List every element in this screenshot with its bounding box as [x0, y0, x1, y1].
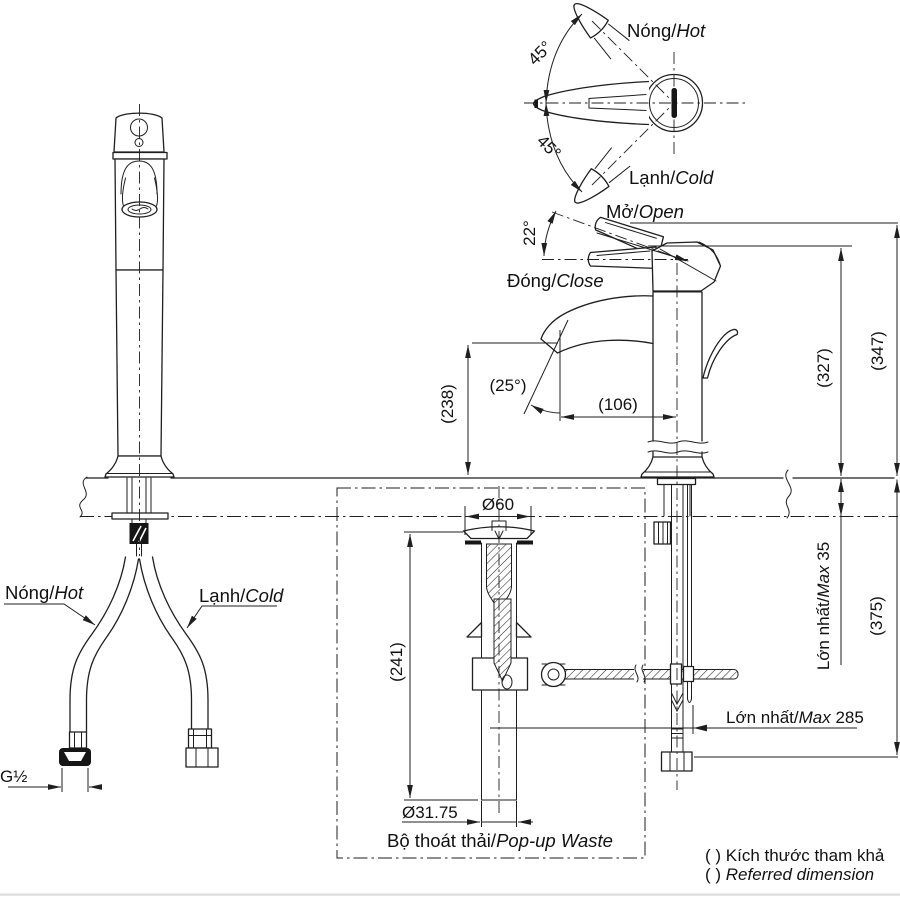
- mounting-flange-front: [111, 512, 169, 520]
- hot-leader: [4, 603, 96, 626]
- lever-closed-position: [587, 246, 660, 270]
- handle-position-cold: [564, 0, 630, 60]
- faucet-side-view: [540, 291, 739, 478]
- dim-106: (106): [598, 395, 638, 414]
- thread-size-label: G½: [0, 767, 27, 786]
- lift-rod-knob: [702, 328, 739, 379]
- notes: ( ) Kích thước tham khả ( ) Referred dim…: [705, 846, 885, 884]
- note-vi: ( ) Kích thước tham khả: [705, 846, 885, 865]
- tube-break-chevron: [671, 692, 684, 713]
- spout-side: [540, 295, 654, 354]
- dim-375: (375): [867, 596, 886, 636]
- popup-caption: Bộ thoát thải/Pop-up Waste: [387, 830, 613, 851]
- handle-top-view: [524, 0, 748, 213]
- lift-rod-tip: [687, 698, 692, 703]
- body-break-wave: [647, 440, 709, 444]
- angle-22: 22°: [520, 220, 539, 246]
- front-cold-label: Lạnh/Cold: [199, 585, 284, 606]
- side-under-counter: [653, 477, 697, 772]
- 45deg-arc-lower: [543, 102, 583, 193]
- popup-waste-assembly: [462, 520, 739, 801]
- rod-break: [634, 664, 646, 683]
- page-edge-strip: [0, 893, 900, 896]
- 45deg-arc-upper: [543, 13, 583, 104]
- deck-max-label: Lớn nhất/Max 35: [814, 542, 833, 670]
- angle-45-upper: 45°: [524, 37, 556, 69]
- faucet-base-side: [640, 456, 715, 478]
- cold-supply-hose: [151, 556, 209, 730]
- dim-347: (347): [868, 331, 887, 371]
- front-under-counter: [111, 477, 169, 557]
- supply-hoses: [59, 556, 219, 768]
- rod-ball-joint: [540, 661, 567, 688]
- centerlines: [139, 104, 688, 814]
- mounting-nut-side: [653, 521, 672, 545]
- cold-leader: [186, 605, 277, 629]
- hot-supply-hose: [69, 556, 127, 733]
- handle-cap-front: [113, 112, 165, 153]
- faucet-front-view: [59, 112, 219, 768]
- counter-break-left: [79, 476, 88, 518]
- dimension-lines: [4, 210, 900, 827]
- dim-dia60: Ø60: [482, 495, 514, 514]
- rod-max-label: Lớn nhất/Max 285: [726, 708, 864, 727]
- spout-front: [120, 160, 159, 218]
- top-cold-label: Lạnh/Cold: [629, 167, 714, 188]
- popup-boundary-box: [336, 487, 646, 859]
- mounting-flange-side: [656, 477, 697, 486]
- dim-241: (241): [387, 642, 406, 682]
- front-hot-label: Nóng/Hot: [5, 582, 84, 603]
- cold-hose-nut: [185, 747, 219, 768]
- note-en: ( ) Referred dimension: [705, 865, 874, 884]
- angle-45-lower: 45°: [533, 131, 565, 163]
- close-label: Đóng/Close: [507, 270, 604, 291]
- dim-dia3175: Ø31.75: [402, 803, 458, 822]
- counter-break-right: [785, 469, 792, 519]
- top-hot-label: Nóng/Hot: [627, 20, 706, 41]
- dim-25deg: (25°): [489, 376, 526, 395]
- dim-327: (327): [814, 348, 833, 388]
- open-label: Mở/Open: [606, 201, 684, 222]
- rod-clamp: [669, 663, 683, 685]
- dim-238: (238): [438, 384, 457, 424]
